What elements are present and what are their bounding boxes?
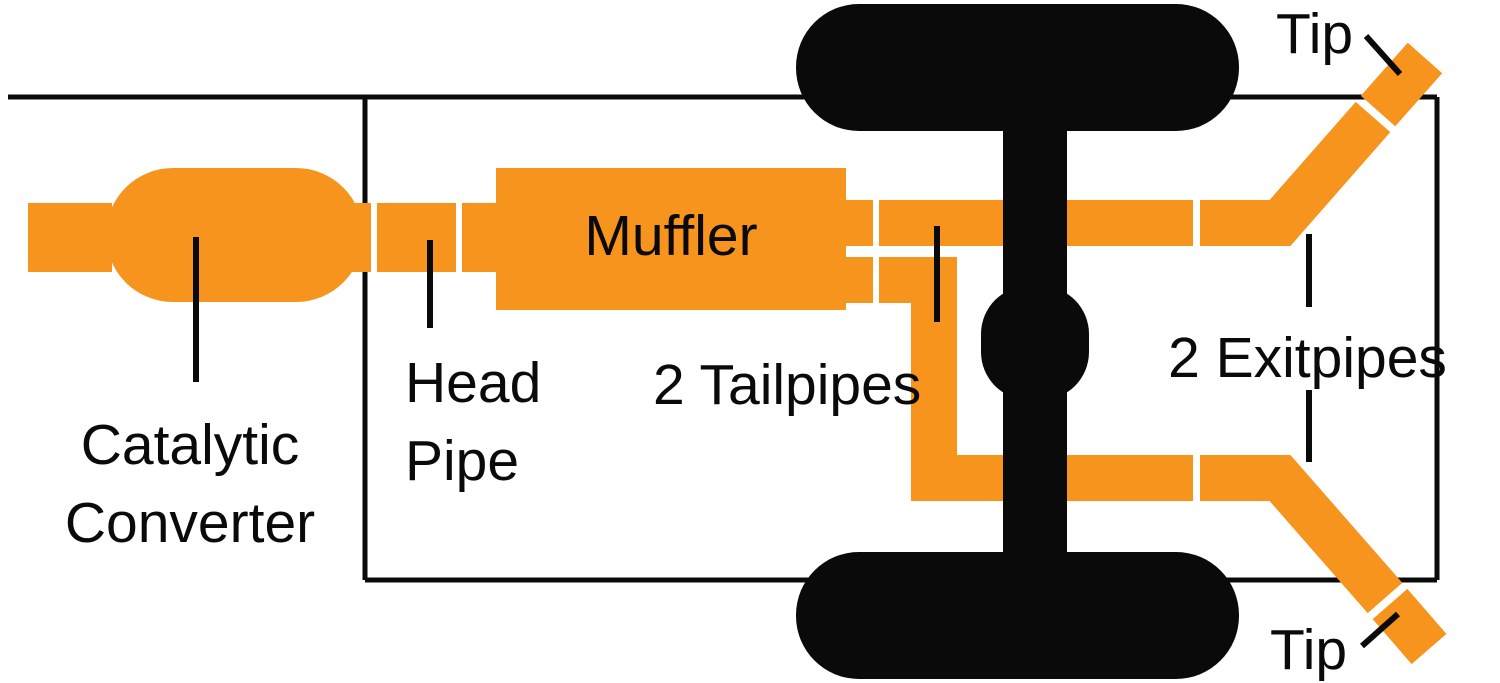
cat-outlet-stub: [350, 203, 371, 272]
catalytic-converter-shape: [106, 168, 363, 302]
upper-tip-shape: [1360, 42, 1443, 127]
bottom-tire-shape: [796, 552, 1239, 679]
upper-exitpipe-shape: [1200, 101, 1391, 246]
top-tire-shape: [796, 4, 1239, 131]
muffler-label: Muffler: [584, 204, 758, 268]
catalytic-converter-label-line2: Converter: [64, 491, 316, 555]
muffler-shape: [496, 168, 846, 310]
lower-exitpipe-shape: [1200, 455, 1403, 614]
exitpipes-label: 2 Exitpipes: [1168, 326, 1447, 390]
tip-top-pointer-line: [1363, 33, 1403, 77]
catalytic-converter-label: Catalytic Converter: [15, 406, 365, 562]
head-pipe-label: Head Pipe: [405, 344, 541, 500]
upper-muffler-outlet-stub: [845, 200, 873, 246]
differential-shape: [981, 286, 1089, 400]
head-pipe-shape: [377, 203, 456, 272]
muffler-inlet-stub: [462, 203, 498, 272]
tailpipes-label: 2 Tailpipes: [653, 353, 922, 417]
head-pipe-label-line2: Pipe: [405, 429, 520, 493]
tip-top-label: Tip: [1276, 2, 1354, 66]
lower-muffler-outlet-stub: [845, 257, 873, 303]
tip-bottom-label: Tip: [1270, 618, 1348, 682]
catalytic-converter-label-line1: Catalytic: [80, 413, 300, 477]
inlet-pipe-shape: [28, 203, 112, 272]
lower-tip-shape: [1372, 588, 1447, 665]
tip-bottom-pointer-line: [1360, 611, 1400, 649]
head-pipe-label-line1: Head: [405, 351, 542, 415]
